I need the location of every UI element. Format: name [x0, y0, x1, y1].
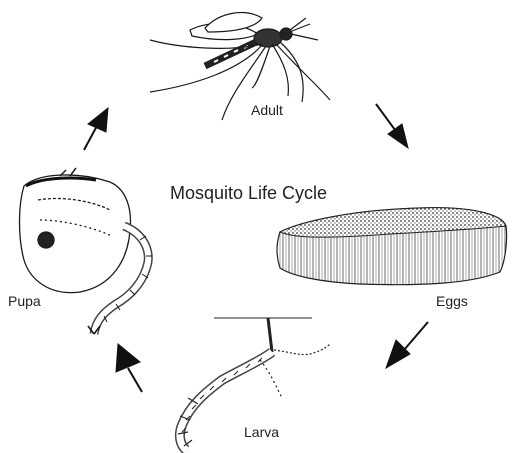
arrow-adult-to-eggs [376, 104, 408, 148]
diagram-title: Mosquito Life Cycle [170, 184, 327, 202]
arrow-eggs-to-larva [386, 322, 428, 368]
egg-raft-illustration [277, 208, 507, 285]
pupa-illustration [20, 168, 153, 334]
arrow-pupa-to-adult [84, 108, 108, 150]
adult-mosquito-illustration [150, 13, 330, 120]
stage-label-eggs: Eggs [436, 294, 468, 308]
arrow-larva-to-pupa [116, 344, 142, 392]
stage-label-larva: Larva [244, 425, 279, 439]
stage-label-adult: Adult [251, 103, 283, 117]
stage-label-pupa: Pupa [8, 294, 41, 308]
